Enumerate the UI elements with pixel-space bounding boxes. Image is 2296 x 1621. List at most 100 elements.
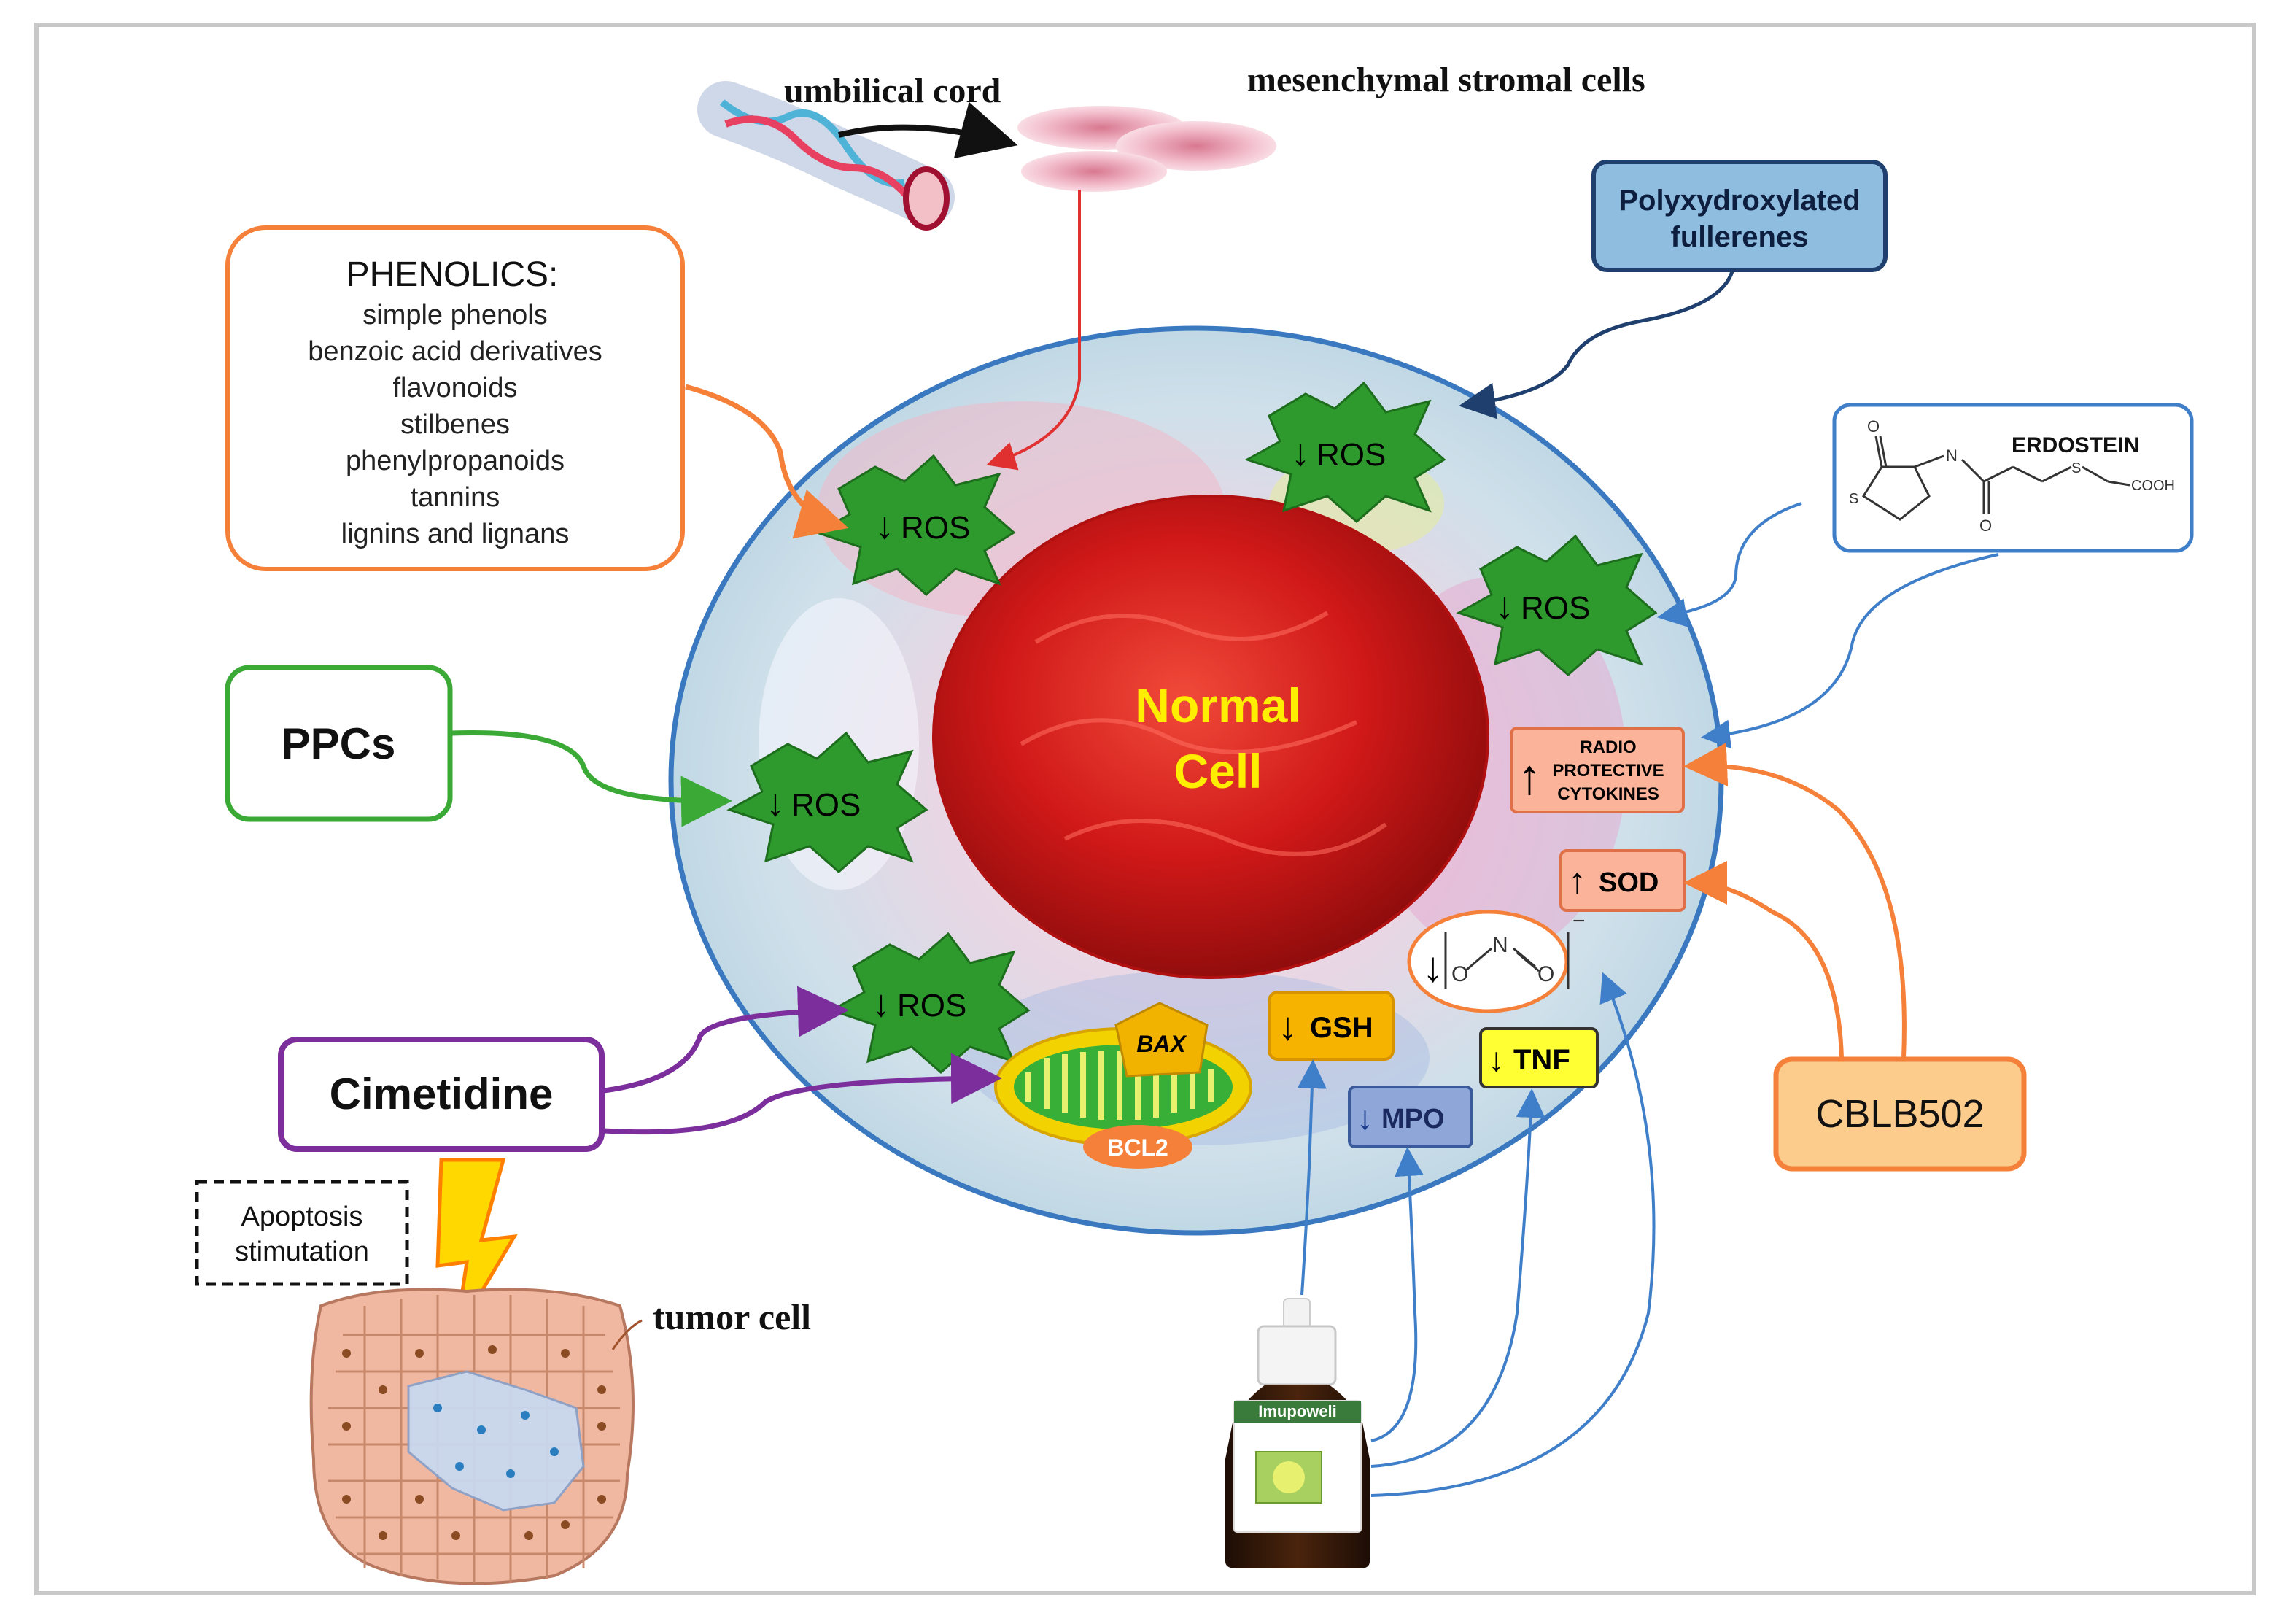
phenolics-item-6: tannins <box>411 482 500 513</box>
umbilical-cord-label: umbilical cord <box>784 71 1001 110</box>
erdostein-o2: O <box>1979 517 1992 535</box>
phenolics-item-7: lignins and lignans <box>341 519 570 549</box>
fullerenes-label-line1: Polyxydroxylated <box>1618 185 1860 217</box>
apoptosis-label-line1: Apoptosis <box>241 1202 363 1232</box>
gsh-down-arrow: ↓ <box>1278 1005 1298 1048</box>
apoptosis-box: Apoptosis stimutation <box>195 1180 409 1286</box>
ros-label: ROS <box>791 787 861 823</box>
ros-label: ROS <box>897 988 966 1024</box>
mitochondrion-cristae <box>1025 1051 1214 1120</box>
peroxynitrite-o1: O <box>1451 962 1468 986</box>
cblb502-arrow-to-cytokines <box>1683 743 1907 1059</box>
tnf-badge: ↓ TNF <box>1479 1027 1599 1088</box>
mitochondrion: BAX BCL2 <box>994 1002 1252 1169</box>
fullerenes-label-line2: fullerenes <box>1671 221 1809 253</box>
msc-to-ros-arrow <box>986 190 1081 471</box>
ros-down-arrow: ↓ <box>872 983 891 1025</box>
erdostein-n: N <box>1946 446 1958 465</box>
ros-down-arrow: ↓ <box>1495 585 1514 627</box>
cimetidine-rect <box>278 1037 605 1152</box>
mpo-box <box>1348 1086 1473 1148</box>
tumor-blue-cluster <box>407 1370 585 1512</box>
cimetidine-label: Cimetidine <box>330 1069 554 1118</box>
bottle-arrow-to-mpo <box>1370 1147 1424 1442</box>
tnf-down-arrow: ↓ <box>1488 1040 1505 1078</box>
gsh-box <box>1268 991 1395 1061</box>
nucleus <box>932 495 1489 979</box>
peroxynitrite-charge: − <box>1572 909 1586 933</box>
ros-down-arrow: ↓ <box>1291 432 1310 474</box>
erdostein-s2: S <box>2071 460 2081 476</box>
ros-burst-right: ↓ ROS <box>1456 534 1658 676</box>
msc-cells-illustration <box>1017 106 1276 192</box>
mpo-badge: ↓ MPO <box>1348 1086 1473 1148</box>
umbilical-cord-illustration <box>697 81 955 231</box>
apoptosis-label-line2: stimutation <box>235 1237 369 1267</box>
peroxynitrite-o2: O <box>1537 962 1554 986</box>
ros-burst-shape <box>726 731 928 873</box>
ros-burst-shape <box>1456 534 1658 676</box>
nucleus-texture <box>1020 611 1387 856</box>
bcl2-pill <box>1083 1125 1192 1169</box>
radioprotective-cytokines-badge: ↑ RADIO PROTECTIVE CYTOKINES <box>1510 727 1685 813</box>
gsh-label: GSH <box>1310 1012 1373 1044</box>
ros-burst-shape <box>829 932 1031 1074</box>
cytokines-up-arrow: ↑ <box>1517 749 1542 805</box>
apoptosis-rect <box>195 1180 409 1286</box>
tumor-tissue-illustration <box>309 1288 635 1585</box>
ros-burst-left-mid: ↓ ROS <box>726 731 928 873</box>
gsh-badge: ↓ GSH <box>1268 991 1395 1061</box>
msc-cell-3 <box>1021 151 1167 192</box>
ros-down-arrow: ↓ <box>766 782 785 824</box>
msc-label: mesenchymal stromal cells <box>1247 61 1645 99</box>
erdostein-label: ERDOSTEIN <box>2012 433 2139 457</box>
sod-label: SOD <box>1599 867 1659 898</box>
ros-label: ROS <box>1316 437 1386 473</box>
ros-burst-shape <box>1244 381 1446 523</box>
mpo-label: MPO <box>1381 1104 1445 1134</box>
supplement-bottle-illustration: Imupoweli <box>1225 1298 1370 1568</box>
normal-cell-label-line2: Cell <box>1174 744 1262 798</box>
ros-burst-left-top: ↓ ROS <box>814 454 1016 596</box>
ros-burst-left-bottom: ↓ ROS <box>829 932 1031 1074</box>
tumor-cell-label: tumor cell <box>653 1296 811 1337</box>
erdostein-o: O <box>1867 417 1880 436</box>
ros-label: ROS <box>901 510 970 546</box>
erdostein-s1: S <box>1849 491 1858 507</box>
ros-down-arrow: ↓ <box>875 505 894 547</box>
cblb502-label: CBLB502 <box>1815 1092 1984 1136</box>
tumor-nuclei <box>342 1345 606 1540</box>
peroxynitrite-bonds <box>1465 947 1540 972</box>
phenolics-item-5: phenylpropanoids <box>346 446 565 476</box>
bottle-arrow-to-tnf <box>1370 1088 1545 1468</box>
cytokines-box <box>1510 727 1685 813</box>
cimetidine-arrow-to-ros <box>603 986 849 1094</box>
erdostein-arrow-to-ros <box>1657 502 1802 627</box>
peroxynitrite-n: N <box>1492 933 1508 957</box>
sod-badge: ↑ SOD <box>1559 849 1686 912</box>
ppcs-rect <box>225 665 453 822</box>
phenolics-arrow <box>685 384 849 539</box>
fullerenes-box: Polyxydroxylated fullerenes <box>1591 160 1888 272</box>
phenolics-box: PHENOLICS: simple phenols benzoic acid d… <box>225 225 685 571</box>
erdostein-structure <box>1861 436 2130 521</box>
peroxynitrite-bracket <box>1444 932 1570 989</box>
cord-cut-end <box>903 166 950 231</box>
msc-cell-2 <box>1116 121 1276 171</box>
ppcs-arrow <box>451 730 732 827</box>
bottle-arrow-to-gsh <box>1297 1059 1327 1296</box>
bcl2-label: BCL2 <box>1107 1134 1168 1161</box>
ros-burst-shape <box>814 454 1016 596</box>
cord-to-msc-arrow <box>838 101 1018 158</box>
tumor-cell-pointer <box>611 1319 643 1350</box>
bottle-label-band <box>1234 1401 1361 1423</box>
phenolics-item-1: simple phenols <box>362 300 547 330</box>
cimetidine-arrow-to-mitochondrion <box>603 1053 1002 1135</box>
phenolics-item-2: benzoic acid derivatives <box>308 336 602 367</box>
tnf-label: TNF <box>1513 1044 1570 1076</box>
fullerenes-rect <box>1591 160 1888 272</box>
bottle-brand: Imupoweli <box>1258 1402 1337 1420</box>
cord-vessel-2 <box>724 115 911 200</box>
tnf-box <box>1479 1027 1599 1088</box>
ros-label: ROS <box>1521 590 1590 626</box>
